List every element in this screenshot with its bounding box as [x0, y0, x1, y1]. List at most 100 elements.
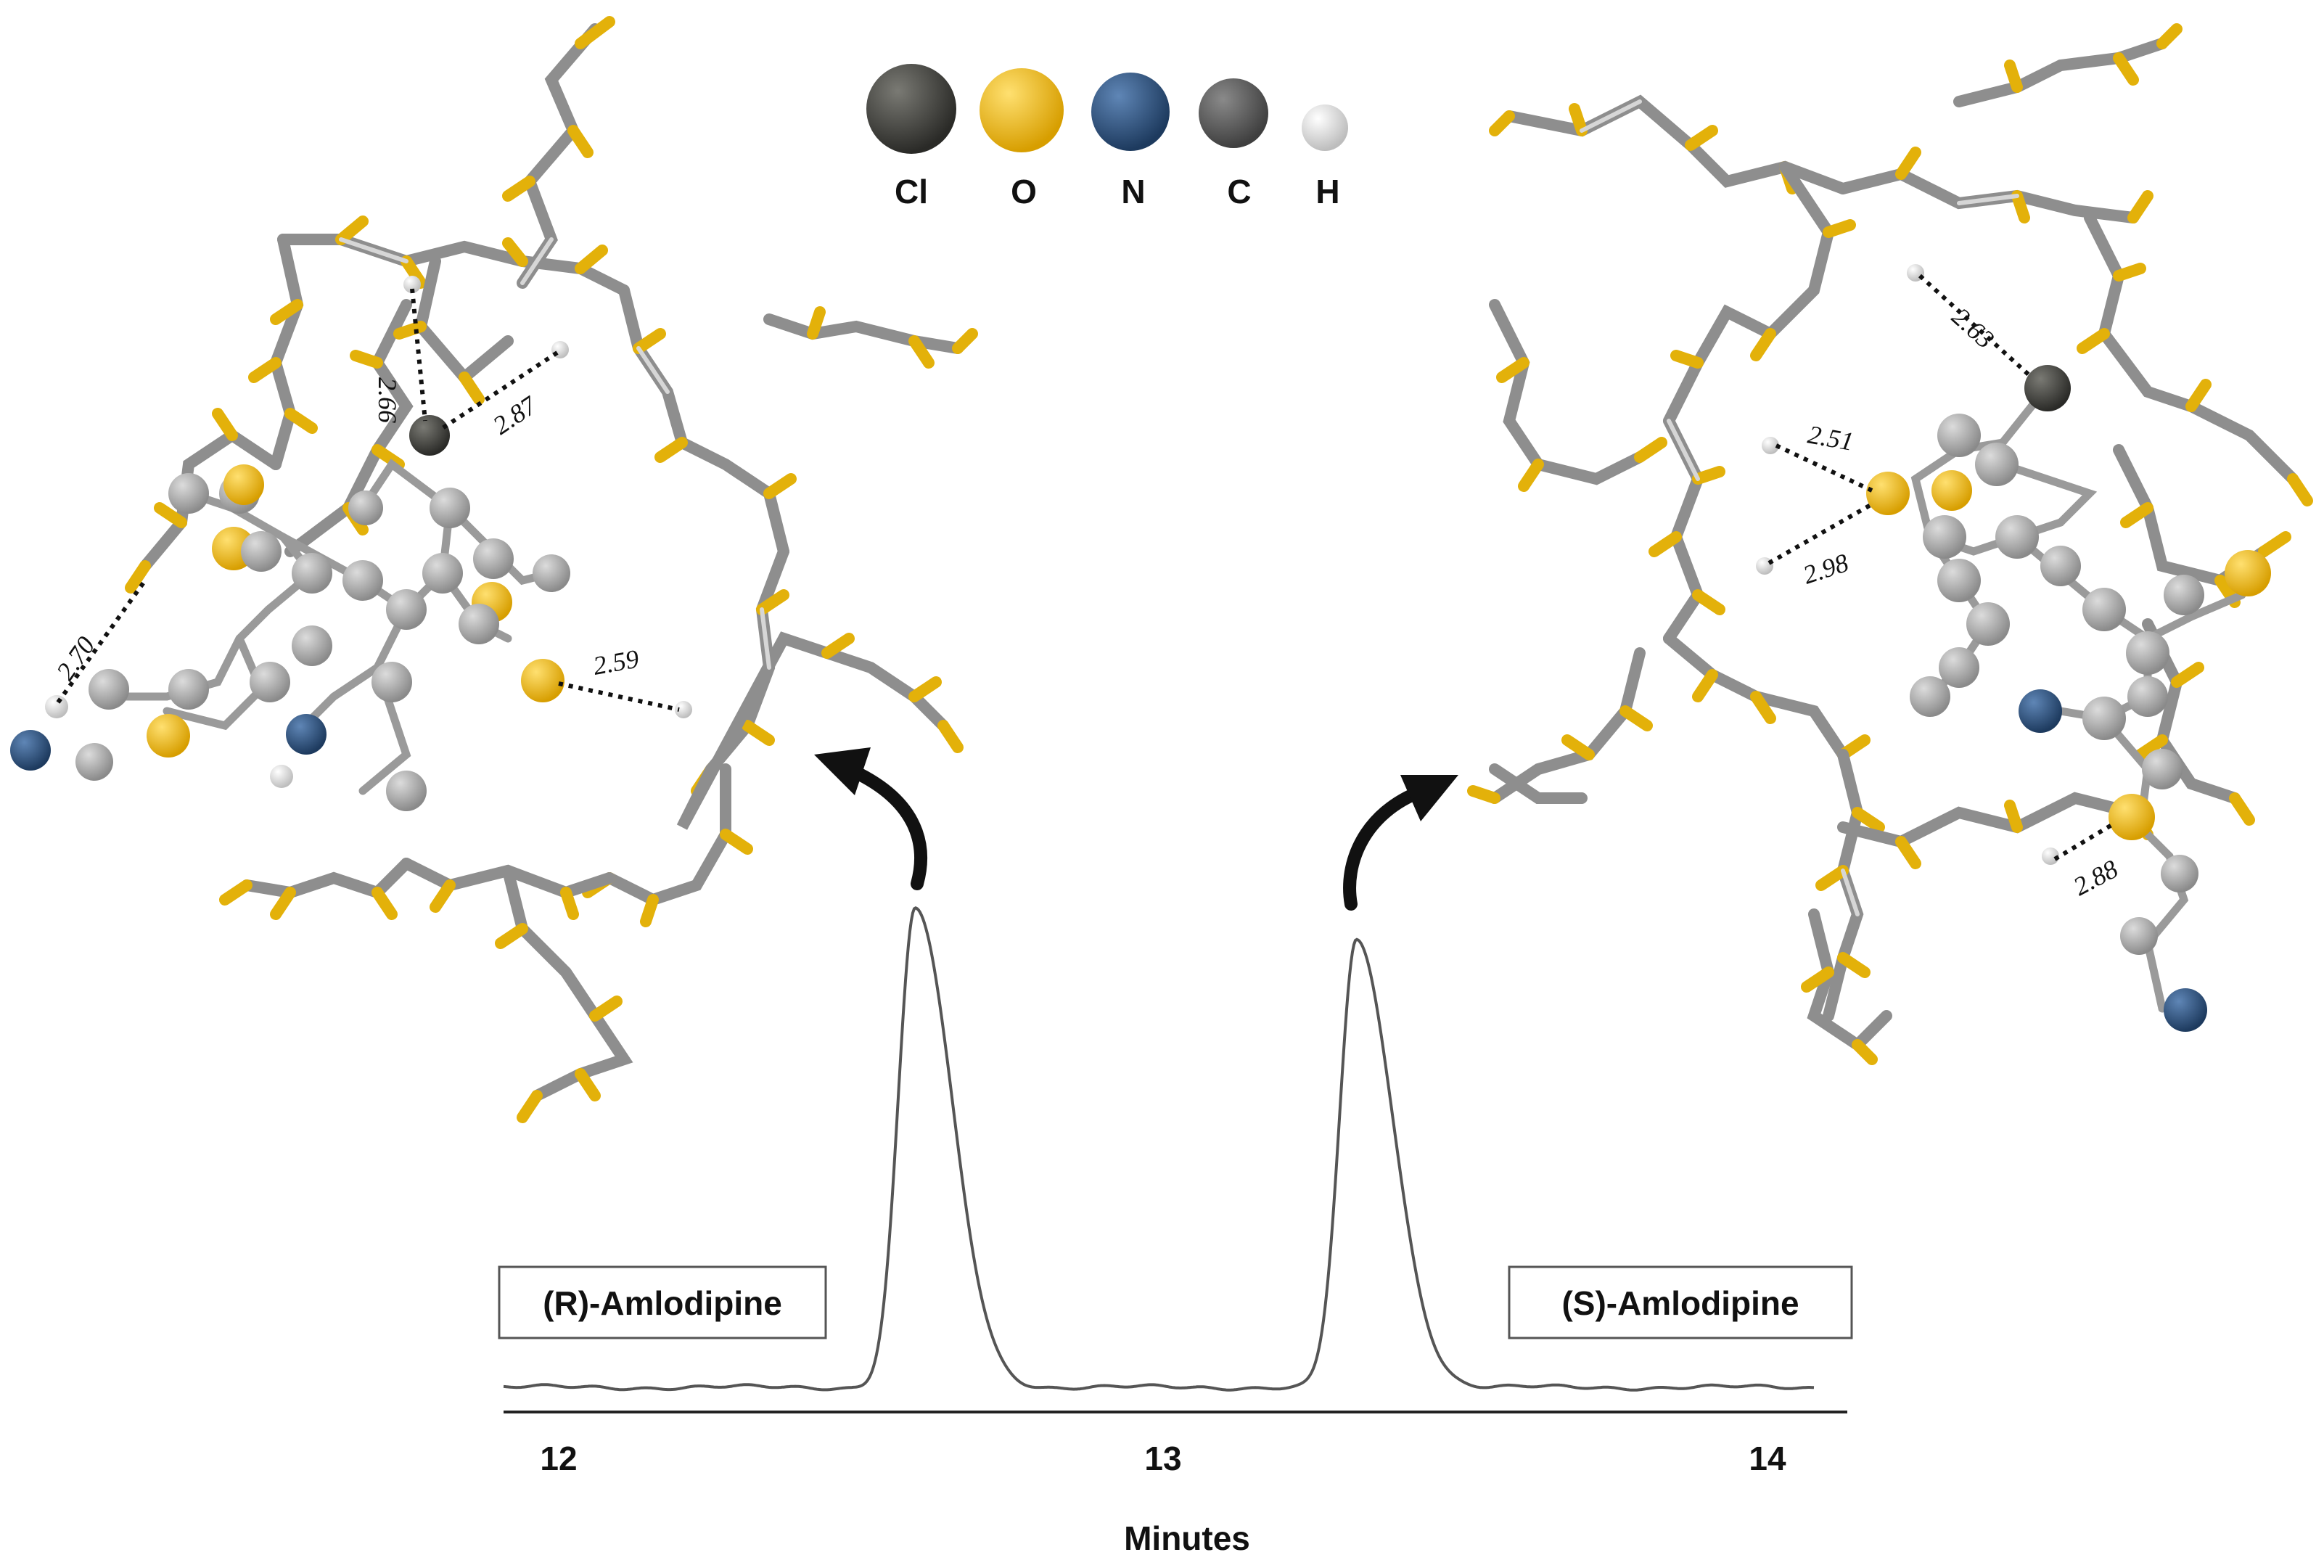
guest-atom-carbon	[533, 554, 570, 592]
peak-label-r: (R)-Amlodipine	[498, 1265, 827, 1339]
guest-atom-oxygen	[1866, 472, 1910, 515]
guest-atom-carbon	[168, 669, 209, 710]
guest-atom-oxygen	[147, 714, 190, 758]
legend-label-h: H	[1315, 173, 1339, 210]
guest-atom-carbon	[1937, 414, 1981, 457]
guest-atom-carbon	[386, 589, 427, 630]
hbond-line	[441, 350, 559, 430]
distance-label: 2.59	[591, 644, 641, 681]
right-amlodipine-guest	[1756, 264, 2271, 1032]
guest-atom-carbon	[2120, 917, 2158, 955]
guest-atom-chlorine	[2024, 365, 2071, 411]
guest-atom-carbon	[2082, 697, 2126, 740]
guest-atom-oxygen	[2109, 794, 2155, 840]
guest-atom-carbon	[168, 473, 209, 514]
host-atom-hydrogen	[551, 341, 569, 358]
x-tick-label: 13	[1144, 1440, 1181, 1477]
peak-label-box	[1508, 1265, 1853, 1339]
guest-atom-oxygen	[1931, 470, 1972, 511]
guest-atom-nitrogen	[2164, 988, 2207, 1032]
peak-label-box	[498, 1265, 827, 1339]
right-cyclodextrin-sticks	[1467, 23, 2313, 1065]
guest-atom-hydrogen	[45, 695, 68, 718]
guest-atom-carbon	[2161, 855, 2198, 892]
right-pointer-arrow	[1343, 775, 1458, 911]
right-inclusion-complex: 2.63 2.51 2.98 2.88	[1467, 23, 2313, 1065]
hydrogen-swatch	[1302, 104, 1348, 151]
x-tick-label: 14	[1749, 1440, 1786, 1477]
guest-atom-carbon	[2127, 676, 2168, 717]
distance-label: 2.51	[1806, 419, 1856, 456]
guest-atom-carbon	[2082, 588, 2126, 631]
distance-label: 2.66	[373, 377, 402, 423]
guest-atom-nitrogen	[2019, 689, 2062, 733]
guest-atom-carbon	[342, 560, 383, 601]
hbond-line	[1775, 443, 1873, 493]
distance-label: 2.63	[1947, 302, 2000, 354]
guest-atom-carbon	[1975, 443, 2019, 486]
guest-atom-carbon	[75, 743, 113, 781]
nitrogen-swatch	[1091, 73, 1170, 151]
guest-atom-carbon	[241, 531, 282, 572]
legend-item-n: N	[1091, 73, 1170, 210]
host-atom-hydrogen	[675, 701, 692, 718]
legend-label-o: O	[1011, 173, 1037, 210]
legend-item-cl: Cl	[866, 64, 956, 210]
guest-atom-carbon	[1937, 559, 1981, 602]
guest-atom-oxygen	[521, 659, 564, 702]
guest-atom-oxygen	[2225, 550, 2271, 596]
guest-atom-carbon	[1995, 515, 2039, 559]
x-axis-ticks: 12 13 14	[540, 1440, 1786, 1477]
arrowhead-icon	[814, 747, 871, 795]
guest-atom-carbon	[2164, 575, 2204, 615]
legend-label-cl: Cl	[895, 173, 928, 210]
guest-atom-carbon	[386, 771, 427, 811]
guest-atom-carbon	[89, 669, 129, 710]
host-atom-hydrogen	[403, 276, 421, 293]
curved-arrow-icon	[1343, 784, 1429, 911]
element-legend: Cl O N C H	[866, 64, 1348, 210]
distance-label: 2.98	[1799, 548, 1852, 590]
distance-label: 2.88	[2069, 854, 2122, 901]
oxygen-swatch	[980, 68, 1064, 152]
peak-label-text: (R)-Amlodipine	[543, 1284, 782, 1322]
arrowhead-icon	[1400, 775, 1458, 821]
guest-atom-hydrogen	[270, 765, 293, 788]
hbond-line	[56, 579, 147, 704]
guest-atom-carbon	[2126, 631, 2169, 675]
host-atom-hydrogen	[2042, 847, 2059, 865]
left-pointer-arrow	[814, 747, 927, 890]
chlorine-swatch	[866, 64, 956, 154]
host-atom-hydrogen	[1762, 437, 1779, 454]
hbond-line	[1767, 503, 1872, 565]
guest-atom-carbon	[1910, 676, 1950, 717]
legend-label-n: N	[1121, 173, 1145, 210]
guest-atom-carbon	[2040, 546, 2081, 586]
guest-atom-carbon	[250, 662, 290, 702]
guest-atom-carbon	[292, 625, 332, 666]
guest-atom-oxygen	[223, 464, 264, 505]
x-tick-label: 12	[540, 1440, 577, 1477]
x-axis-title: Minutes	[1124, 1519, 1250, 1557]
guest-atom-carbon	[1939, 647, 1979, 688]
guest-atom-carbon	[2142, 749, 2183, 789]
guest-atom-carbon	[1923, 515, 1966, 559]
hbond-line	[2053, 822, 2114, 861]
guest-atom-carbon	[348, 490, 383, 525]
legend-item-h: H	[1302, 104, 1348, 210]
hbond-line	[558, 681, 680, 712]
legend-label-c: C	[1227, 173, 1251, 210]
peak-label-s: (S)-Amlodipine	[1508, 1265, 1853, 1339]
guest-atom-carbon	[292, 553, 332, 594]
guest-atom-nitrogen	[10, 730, 51, 771]
chromatogram: 12 13 14 Minutes (R)-Amlodipine (S)-Amlodi…	[498, 906, 1853, 1557]
guest-atom-carbon	[430, 488, 470, 528]
curved-arrow-icon	[842, 763, 927, 890]
legend-item-c: C	[1199, 78, 1268, 210]
guest-atom-carbon	[1966, 602, 2010, 646]
carbon-swatch	[1199, 78, 1268, 148]
legend-item-o: O	[980, 68, 1064, 210]
guest-atom-carbon	[459, 604, 499, 644]
left-inclusion-complex: 2.66 2.87 2.70 2.59	[10, 16, 978, 1123]
